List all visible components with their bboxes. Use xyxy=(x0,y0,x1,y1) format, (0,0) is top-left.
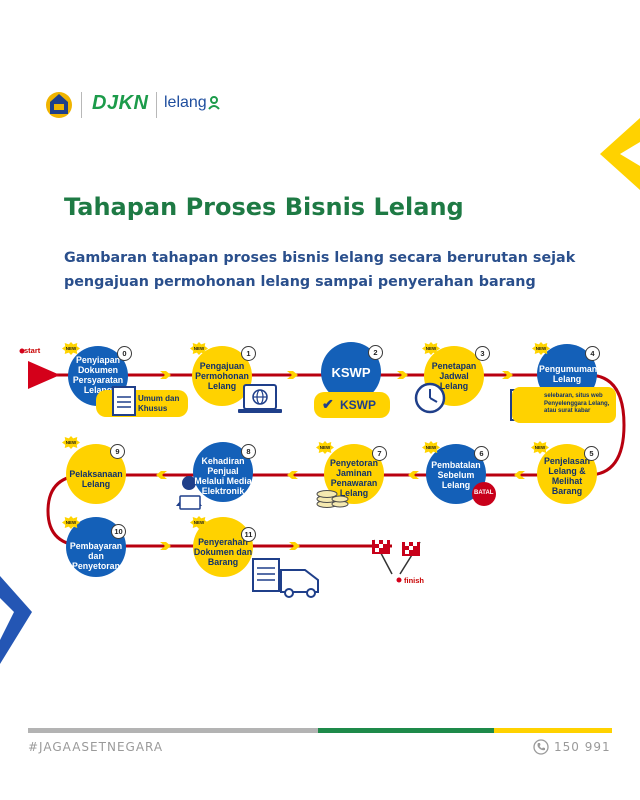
new-badge: NEW xyxy=(532,342,550,355)
umum-khusus-label: Umum dan Khusus xyxy=(138,394,180,413)
logo-divider xyxy=(81,92,82,118)
step-7-number: 7 xyxy=(372,446,387,461)
clock-icon xyxy=(414,382,446,414)
pengumuman-note-pill xyxy=(512,387,616,423)
step-2-circle xyxy=(321,342,381,402)
step-11-circle xyxy=(193,517,253,577)
new-badge: NEW xyxy=(190,516,208,529)
step-0-number: 0 xyxy=(117,346,132,361)
step-8-circle xyxy=(193,442,253,502)
new-badge: NEW xyxy=(531,441,549,454)
step-1-circle xyxy=(192,346,252,406)
batal-label: BATAL xyxy=(474,490,494,496)
phone-icon xyxy=(533,739,549,755)
kswp-pill: ✔ KSWP xyxy=(314,392,390,418)
invoice-truck-icon xyxy=(252,558,319,598)
kswp-logo-text: KSWP xyxy=(340,398,376,412)
corner-decoration-right xyxy=(600,118,640,190)
step-2-label: KSWP xyxy=(331,365,371,380)
pengumuman-note: selebaran, situs web Penyelenggara Lelan… xyxy=(544,393,610,414)
racing-flags-icon xyxy=(372,539,421,575)
step-9-label: Pelaksanaan Lelang xyxy=(69,469,123,489)
step-5-circle xyxy=(537,444,597,504)
step-0-label: Penyiapan Dokumen Persyaratan Lelang xyxy=(72,355,124,395)
footer-phone: 150 991 xyxy=(554,740,611,754)
new-badge: NEW xyxy=(62,436,80,449)
laptop-globe-icon xyxy=(238,384,282,413)
finish-label: finish xyxy=(404,576,424,585)
start-triangle-icon xyxy=(28,361,60,389)
start-label: start xyxy=(24,346,41,355)
umum-khusus-pill: Umum dan Khusus xyxy=(96,390,188,417)
flow-arrows xyxy=(156,371,525,550)
new-badge: NEW xyxy=(422,441,440,454)
step-2-number: 2 xyxy=(368,345,383,360)
step-10-number: 10 xyxy=(111,524,126,539)
step-8-label: Kehadiran Penjual Melalui Media Elektron… xyxy=(194,456,252,496)
new-badge: NEW xyxy=(316,441,334,454)
step-8-number: 8 xyxy=(241,444,256,459)
footer-hashtag: #JAGAASETNEGARA xyxy=(28,740,164,754)
page-subtitle: Gambaran tahapan proses bisnis lelang se… xyxy=(64,250,576,290)
new-badge: NEW xyxy=(62,342,80,355)
page-title: Tahapan Proses Bisnis Lelang xyxy=(64,193,464,221)
person-laptop-icon xyxy=(176,476,202,510)
step-7-circle xyxy=(324,444,384,504)
coins-icon xyxy=(316,490,349,508)
step-5-label: Penjelasan Lelang & Melihat Barang xyxy=(544,456,590,496)
step-9-circle xyxy=(66,444,126,504)
step-7-label: Penyetoran Jaminan Penawaran Lelang xyxy=(330,458,378,498)
step-6-number: 6 xyxy=(474,446,489,461)
djkn-logo: DJKN xyxy=(92,92,149,114)
step-3-label: Penetapan Jadwal Lelang xyxy=(431,361,477,391)
batal-circle xyxy=(472,482,496,506)
step-6-label: Pembatalan Sebelum Lelang xyxy=(431,460,481,490)
step-1-label: Pengajuan Permohonan Lelang xyxy=(195,361,249,391)
process-flow-diagram xyxy=(19,342,626,598)
corner-decoration-left xyxy=(0,576,32,664)
kemenkeu-emblem-icon xyxy=(46,92,72,118)
footer-bar-gray xyxy=(28,728,318,733)
step-3-number: 3 xyxy=(475,346,490,361)
start-dot xyxy=(19,348,25,354)
step-9-number: 9 xyxy=(110,444,125,459)
footer-bar-yellow xyxy=(494,728,612,733)
step-4-number: 4 xyxy=(585,346,600,361)
step-4-label: Pengumuman Lelang xyxy=(539,364,598,384)
lelang-logo-mark-icon xyxy=(208,96,220,110)
new-badge: NEW xyxy=(422,342,440,355)
new-badge: NEW xyxy=(190,342,208,355)
logo-divider-2 xyxy=(156,92,157,118)
lelang-logo: lelang xyxy=(164,94,207,111)
footer-bar-green xyxy=(318,728,494,733)
step-10-label: Pembayaran dan Penyetoran xyxy=(69,541,123,571)
step-5-number: 5 xyxy=(584,446,599,461)
document-icon-front xyxy=(112,386,136,416)
finish-dot xyxy=(396,577,402,583)
step-11-label: Penyerahan Dokumen dan Barang xyxy=(193,537,253,567)
step-11-number: 11 xyxy=(241,527,256,542)
step-6-circle xyxy=(426,444,486,504)
kswp-check-icon: ✔ xyxy=(322,396,334,412)
new-badge: NEW xyxy=(62,516,80,529)
step-1-number: 1 xyxy=(241,346,256,361)
